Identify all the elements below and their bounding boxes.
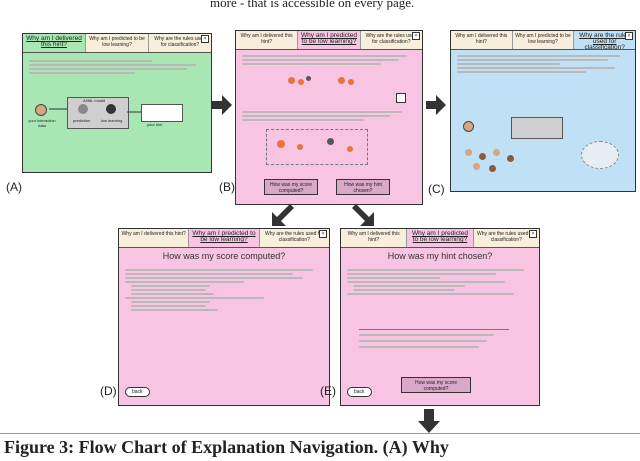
arrow-down-icon: [418, 409, 440, 433]
panel-label-b: (B): [219, 180, 235, 194]
figure-caption: Figure 3: Flow Chart of Explanation Navi…: [0, 433, 640, 461]
hint-chosen-button[interactable]: How was my hint chosen?: [336, 179, 390, 195]
panel-label-a: (A): [6, 180, 22, 194]
model-label: AI/ML model: [83, 98, 106, 103]
close-icon[interactable]: ×: [201, 35, 209, 43]
tab-why-hint[interactable]: Why am I delivered this hint?: [236, 31, 299, 49]
body-text-2: [242, 109, 416, 123]
tab-bar: Why am I delivered this hint? Why am I p…: [236, 31, 422, 50]
arrow-down-right-icon: [352, 204, 374, 226]
tab-why-hint[interactable]: Why am I delivered this hint?: [119, 229, 190, 247]
hint-table: [359, 329, 509, 366]
low-learning-label: low learning: [101, 118, 123, 123]
score-computed-button[interactable]: How was my score computed?: [264, 179, 318, 195]
hint-box: [141, 104, 183, 122]
tab-bar: Why am I delivered this hint? Why am I p…: [23, 34, 211, 53]
arrow-down-left-icon: [272, 204, 294, 226]
model-box: [67, 97, 129, 129]
panel-c: Why am I delivered this hint? Why am I p…: [450, 30, 636, 192]
panel-b: Why am I delivered this hint? Why am I p…: [235, 30, 423, 205]
tab-bar: Why am I delivered this hint? Why am I p…: [451, 31, 635, 50]
model-box: [511, 117, 563, 139]
top-caption: more - that is accessible on every page.: [210, 0, 415, 10]
close-icon[interactable]: ×: [529, 230, 537, 238]
panel-d: Why am I delivered this hint? Why am I p…: [118, 228, 330, 406]
hint-rules-diagram: [266, 129, 368, 165]
close-icon[interactable]: ×: [319, 230, 327, 238]
flow-arrows: [49, 104, 141, 114]
score-computed-button[interactable]: How was my score computed?: [401, 377, 471, 393]
body-text: [125, 267, 323, 313]
panel-label-c: (C): [428, 182, 445, 196]
tab-why-rules[interactable]: Why are the rules used for classificatio…: [574, 31, 635, 49]
tab-why-low-learning[interactable]: Why am I predicted to be low learning?: [189, 229, 260, 247]
tab-why-low-learning[interactable]: Why am I predicted to be low learning?: [512, 31, 575, 49]
tab-why-low-learning[interactable]: Why am I predicted to be low learning?: [407, 229, 474, 247]
student-avatar: [35, 104, 47, 116]
panel-a: Why am I delivered this hint? Why am I p…: [22, 33, 212, 173]
panel-label-e: (E): [320, 384, 336, 398]
tab-why-rules[interactable]: Why are the rules used for classificatio…: [149, 34, 211, 52]
prediction-label: prediction: [73, 118, 91, 123]
student-avatar: [463, 121, 474, 132]
body-text: [457, 53, 629, 75]
tab-why-hint[interactable]: Why am I delivered this hint?: [23, 34, 86, 52]
tab-why-rules[interactable]: Why are the rules used for classificatio…: [360, 31, 422, 49]
tab-why-low-learning[interactable]: Why am I predicted to be low learning?: [298, 31, 361, 49]
panel-label-d: (D): [100, 384, 117, 398]
tab-why-hint[interactable]: Why am I delivered this hint?: [451, 31, 513, 49]
tab-bar: Why am I delivered this hint? Why am I p…: [119, 229, 329, 248]
hint-label: your hint: [147, 122, 163, 127]
feature-cluster-2: [336, 75, 366, 89]
arrow-right-icon: [212, 95, 232, 115]
student-label: your interaction data: [28, 118, 56, 128]
page-title: How was my hint chosen?: [387, 251, 493, 261]
page-title: How was my score computed?: [162, 251, 286, 261]
tab-why-rules[interactable]: Why are the rules used for classificatio…: [473, 229, 539, 247]
body-text: [29, 58, 205, 76]
panel-e: Why am I delivered this hint? Why am I p…: [340, 228, 540, 406]
back-button[interactable]: back: [347, 387, 372, 397]
cloud-shape: [581, 141, 619, 169]
arrow-right-icon: [426, 95, 446, 115]
student-group: [465, 149, 545, 179]
checkbox-icon: [396, 93, 406, 103]
back-button[interactable]: back: [125, 387, 150, 397]
body-text: [347, 267, 533, 297]
body-text: [242, 53, 416, 67]
feature-cluster-1: [286, 75, 316, 89]
tab-why-hint[interactable]: Why am I delivered this hint?: [341, 229, 408, 247]
tab-bar: Why am I delivered this hint? Why am I p…: [341, 229, 539, 248]
tab-why-rules[interactable]: Why are the rules used for classificatio…: [259, 229, 329, 247]
close-icon[interactable]: ×: [625, 32, 633, 40]
tab-why-low-learning[interactable]: Why am I predicted to be low learning?: [86, 34, 149, 52]
close-icon[interactable]: ×: [412, 32, 420, 40]
